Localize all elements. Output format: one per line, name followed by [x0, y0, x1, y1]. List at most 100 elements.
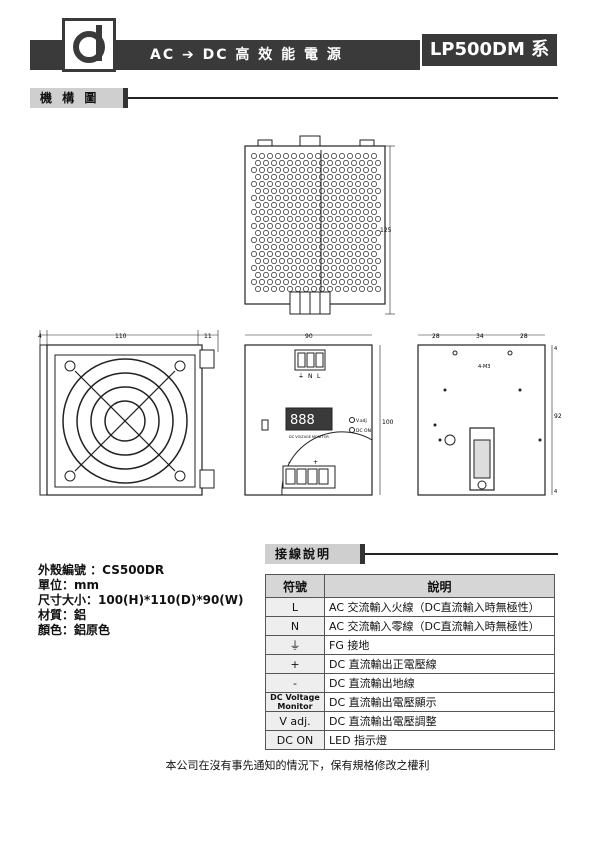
vent-hole — [363, 237, 369, 243]
vent-hole — [275, 279, 281, 285]
vent-hole — [367, 160, 373, 166]
vent-hole — [315, 167, 321, 173]
vent-hole — [347, 195, 353, 201]
vent-hole — [271, 286, 277, 292]
vent-hole — [259, 265, 265, 271]
vent-hole — [351, 258, 357, 264]
vent-hole — [299, 209, 305, 215]
vent-hole — [307, 181, 313, 187]
row-description: DC 直流輸出電壓顯示 — [324, 692, 555, 712]
row-description: DC 直流輸出電壓調整 — [324, 711, 555, 731]
vent-hole — [263, 258, 269, 264]
vent-hole — [311, 272, 317, 278]
vent-hole — [355, 181, 361, 187]
vent-hole — [275, 237, 281, 243]
vent-hole — [275, 209, 281, 215]
vent-hole — [359, 272, 365, 278]
vent-hole — [255, 258, 261, 264]
vent-hole — [371, 237, 377, 243]
table-row: ⏚FG 接地 — [265, 635, 555, 655]
vent-hole — [287, 272, 293, 278]
vent-hole — [283, 209, 289, 215]
label-dc-monitor: DC VOLTAGE MONITOR — [289, 435, 329, 439]
vent-hole — [303, 202, 309, 208]
vent-hole — [371, 181, 377, 187]
row-description: DC 直流輸出正電壓線 — [324, 654, 555, 674]
vent-hole — [267, 209, 273, 215]
vent-hole — [367, 202, 373, 208]
vent-hole — [295, 160, 301, 166]
vent-hole — [351, 216, 357, 222]
label-n: N — [308, 373, 313, 380]
vent-hole — [275, 251, 281, 257]
section-label-structure: 機 構 圖 — [30, 88, 128, 108]
vent-hole — [323, 237, 329, 243]
vent-hole — [271, 188, 277, 194]
vent-hole — [303, 258, 309, 264]
vent-hole — [251, 181, 257, 187]
table-row: -DC 直流輸出地線 — [265, 673, 555, 693]
row-symbol: + — [265, 654, 325, 674]
vent-hole — [283, 237, 289, 243]
vent-hole — [299, 265, 305, 271]
vent-hole — [263, 216, 269, 222]
vent-hole — [307, 265, 313, 271]
vent-hole — [375, 160, 381, 166]
row-symbol: V adj. — [265, 711, 325, 731]
vent-hole — [263, 272, 269, 278]
vent-hole — [283, 279, 289, 285]
vent-hole — [363, 181, 369, 187]
vent-hole — [307, 279, 313, 285]
table-row: V adj.DC 直流輸出電壓調整 — [265, 711, 555, 731]
vent-hole — [299, 237, 305, 243]
vent-hole — [267, 181, 273, 187]
vent-hole — [331, 209, 337, 215]
vent-hole — [339, 195, 345, 201]
vent-hole — [351, 286, 357, 292]
vent-hole — [339, 279, 345, 285]
vent-hole — [363, 223, 369, 229]
dim-back-height: 92 — [554, 413, 562, 420]
vent-hole — [331, 251, 337, 257]
vent-hole — [251, 237, 257, 243]
vent-hole — [251, 251, 257, 257]
vent-hole — [319, 174, 325, 180]
vent-hole — [255, 286, 261, 292]
vent-hole — [351, 272, 357, 278]
vent-hole — [303, 244, 309, 250]
vent-hole — [303, 160, 309, 166]
vent-hole — [299, 279, 305, 285]
vent-hole — [371, 209, 377, 215]
vent-hole-pattern — [251, 153, 381, 292]
header-symbol: 符號 — [265, 574, 325, 598]
vent-hole — [263, 188, 269, 194]
vent-hole — [355, 153, 361, 159]
vent-hole — [351, 230, 357, 236]
vent-hole — [307, 167, 313, 173]
vent-hole — [327, 216, 333, 222]
vent-hole — [275, 265, 281, 271]
vent-hole — [311, 244, 317, 250]
vent-hole — [343, 216, 349, 222]
vent-hole — [279, 272, 285, 278]
vent-hole — [327, 174, 333, 180]
vent-hole — [291, 195, 297, 201]
vent-hole — [259, 237, 265, 243]
vent-hole — [315, 237, 321, 243]
vent-hole — [251, 167, 257, 173]
table-row: +DC 直流輸出正電壓線 — [265, 654, 555, 674]
dim-front-left: 4 — [38, 333, 42, 340]
vent-hole — [295, 216, 301, 222]
row-description: FG 接地 — [324, 635, 555, 655]
spec-color: 顏色：鋁原色 — [38, 623, 111, 637]
vent-hole — [323, 181, 329, 187]
vent-hole — [347, 153, 353, 159]
row-symbol: DC ON — [265, 730, 325, 750]
company-logo — [62, 18, 116, 72]
vent-hole — [339, 223, 345, 229]
vent-hole — [319, 188, 325, 194]
vent-hole — [375, 202, 381, 208]
